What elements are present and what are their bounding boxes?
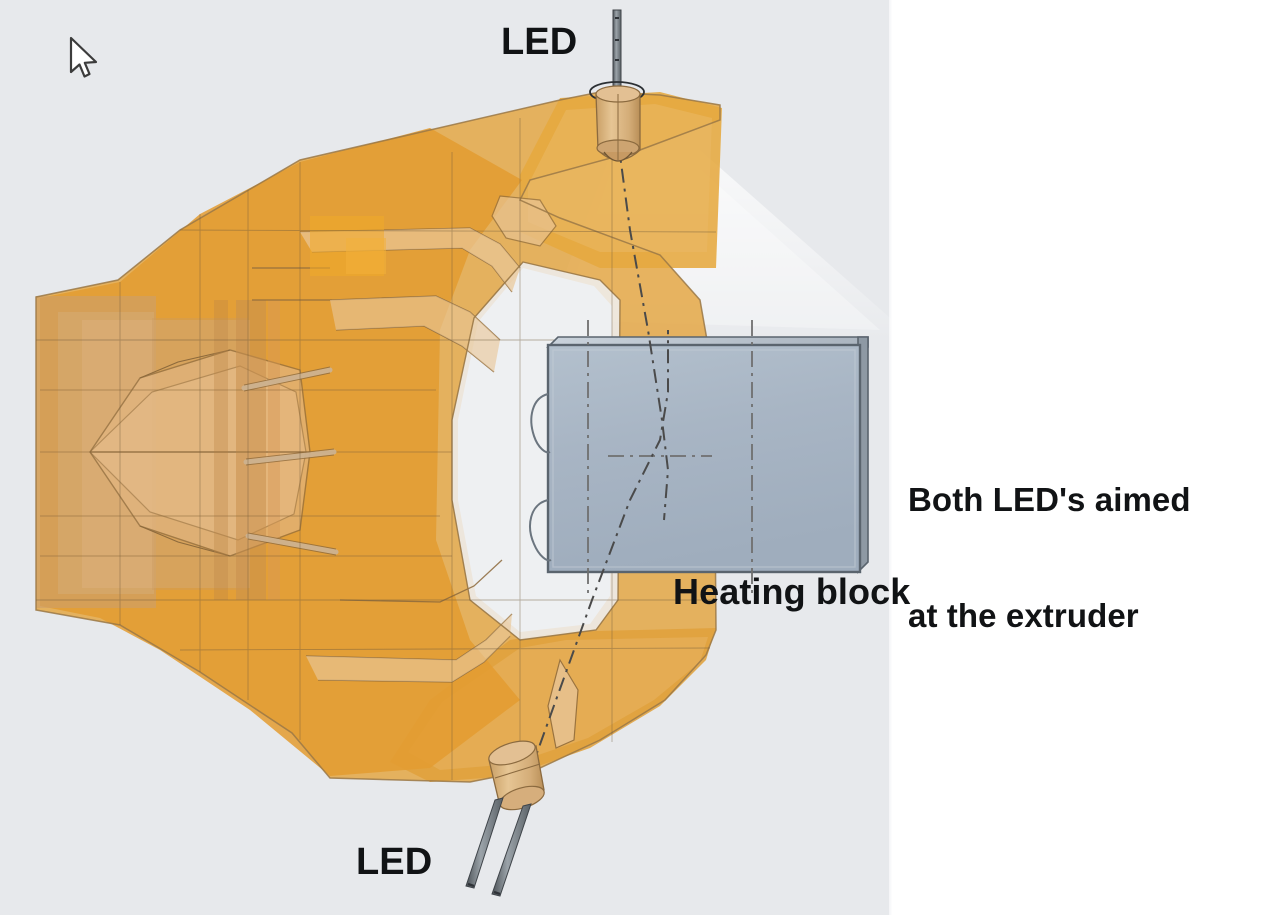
led-aim-centerlines: [519, 139, 670, 801]
block-centerlines: [587, 320, 753, 598]
heating-block-part[interactable]: [529, 320, 869, 598]
label-led-bottom: LED: [356, 841, 433, 883]
annotation-panel: [889, 0, 1280, 915]
both-leds-line-2: at the extruder: [908, 597, 1139, 635]
led-top-part[interactable]: [589, 9, 645, 162]
label-heating-block: Heating block: [673, 571, 911, 612]
both-leds-line-1: Both LED's aimed: [908, 481, 1191, 519]
label-led-top: LED: [501, 21, 578, 63]
panel-divider: [889, 0, 892, 915]
led-bottom-part[interactable]: [465, 736, 547, 897]
label-both-leds-aimed: Both LED's aimed at the extruder: [908, 404, 1191, 713]
